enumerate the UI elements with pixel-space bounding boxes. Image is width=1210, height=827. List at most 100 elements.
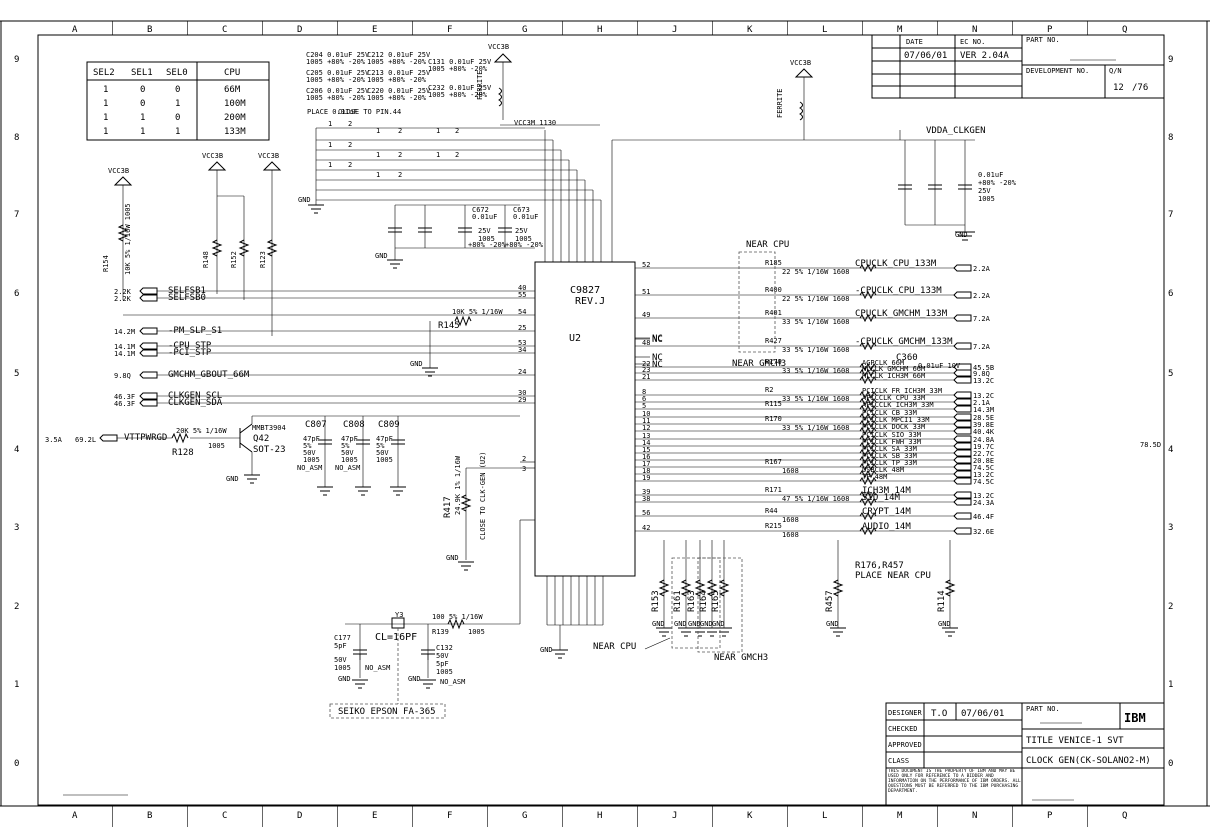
sel-cell: 1 <box>175 99 180 109</box>
column-label: Q <box>1122 811 1127 821</box>
svg-text:GND: GND <box>955 231 968 239</box>
vcc3b-label-5: VCC3B <box>258 152 279 160</box>
output-signal: AUDIO_14M <box>862 522 911 532</box>
place-near-refs: R176,R457 <box>855 561 904 571</box>
pin-number: 39 <box>642 488 650 496</box>
series-resistor-val: 1608 <box>782 467 799 475</box>
q42-pkg: SOT-23 <box>253 445 286 455</box>
chip-body <box>534 261 636 577</box>
part-no-label: PART NO. <box>1026 705 1060 713</box>
pulldown-ref: R457 <box>825 590 835 612</box>
row-label: 1 <box>1168 680 1173 690</box>
pin-number: 34 <box>518 346 526 354</box>
series-resistor-val: 1608 <box>782 516 799 524</box>
series-resistor-ref: R185 <box>765 259 782 267</box>
c360-ref: C360 <box>896 353 918 363</box>
output-ref: 2.2A <box>973 292 991 300</box>
sel-cell: 66M <box>224 85 241 95</box>
signal-tag: 2.2K <box>114 288 132 296</box>
column-label: M <box>897 811 903 821</box>
output-signal: APICCLK_ICH3M_33M <box>862 401 934 409</box>
pin-number: 30 <box>518 389 526 397</box>
offpage-connector <box>953 391 972 399</box>
output-signal: CPUCLK_GMCHM_133M <box>855 309 948 319</box>
pin-number: 55 <box>518 291 526 299</box>
pin-number: 8 <box>642 388 646 396</box>
offpage-connector <box>953 463 972 471</box>
pin-number: 13 <box>642 432 650 440</box>
signal-tag: 2.2K <box>114 295 132 303</box>
chip-power-pins <box>500 124 901 262</box>
pulldown-ref: R164 <box>699 590 709 612</box>
cap-note: C213 0.01uF 25V <box>367 69 431 77</box>
svg-text:GND: GND <box>540 646 553 654</box>
offpage-connector <box>139 327 158 335</box>
near-cpu-box <box>738 251 776 353</box>
output-ref: 20.8E <box>973 457 994 465</box>
cap-note: C131 0.01uF 25V <box>428 58 492 66</box>
series-resistor-ref: R400 <box>765 286 782 294</box>
svg-text:2: 2 <box>348 141 352 149</box>
svg-text:50V: 50V <box>334 656 347 664</box>
svg-text:1: 1 <box>328 141 332 149</box>
output-ref: 13.2C <box>973 492 994 500</box>
offpage-connector <box>953 420 972 428</box>
cap-note: 1005 +80% -20% <box>306 58 366 66</box>
row-label: 0 <box>14 759 19 769</box>
column-label: K <box>747 811 753 821</box>
svg-text:GND: GND <box>298 196 311 204</box>
column-label: C <box>222 25 227 35</box>
column-label: F <box>447 25 452 35</box>
output-ref: 7.2A <box>973 343 991 351</box>
svg-text:1: 1 <box>328 120 332 128</box>
cap-volt: 50V <box>303 449 316 457</box>
offpage-connector <box>953 413 972 421</box>
approved-label: APPROVED <box>888 741 922 749</box>
signal-tag: 46.3F <box>114 393 135 401</box>
r139-ref: R139 <box>432 628 449 636</box>
c177-ref: C177 <box>334 634 351 642</box>
clock-gen-chip-u2: C9827 REV.J U2 <box>534 261 636 577</box>
series-resistor-val: 22 5% 1/16W 1608 <box>782 295 849 303</box>
cap-note: 1005 +80% -20% <box>306 94 366 102</box>
pin-number: 12 <box>642 424 650 432</box>
crystal-part: SEIKO EPSON FA-365 <box>338 707 436 717</box>
vcc3b-right-feed: VCC3B FERRITE <box>776 59 814 140</box>
row-label: 7 <box>14 210 19 220</box>
pin-number: 23 <box>642 366 650 374</box>
c132-ref: C132 <box>436 644 453 652</box>
offpage-connector <box>953 435 972 443</box>
cap-bank-gnd: GND <box>298 196 324 214</box>
cap-ref: C808 <box>343 420 365 430</box>
vdda-cap-val: 0.01uF <box>978 171 1003 179</box>
gnd-label: GND <box>938 620 951 628</box>
offpage-connector <box>139 287 158 295</box>
vcc3b-label-2: VCC3B <box>790 59 811 67</box>
offpage-connector <box>953 491 972 499</box>
offpage-connector <box>953 427 972 435</box>
vcc3b-mid-pullups: VCC3B VCC3B R148 R152 R123 <box>202 152 282 336</box>
output-ref: 39.8E <box>973 421 994 429</box>
output-ref: 7.2A <box>973 315 991 323</box>
r145-ref: R145 <box>438 321 460 331</box>
offpage-connector <box>953 376 972 384</box>
vdda-cap-tol: +80% -20% <box>978 179 1017 187</box>
sel-header-sel2: SEL2 <box>93 68 115 78</box>
svg-text:1005: 1005 <box>334 664 351 672</box>
q42-part: MMBT3904 <box>252 424 286 432</box>
output-signal: PCICLK_SB_33M <box>862 452 917 460</box>
cap-volt: 50V <box>376 449 389 457</box>
output-ref: 74.5C <box>973 464 994 472</box>
signal-tag: 14.2M <box>114 328 135 336</box>
sel-cell: 1 <box>103 85 108 95</box>
sel-cell: 1 <box>103 99 108 109</box>
offpage-connector <box>953 369 972 377</box>
row-label: 4 <box>1168 445 1173 455</box>
ec-label: EC NO. <box>960 38 985 46</box>
svg-text:GND: GND <box>226 475 239 483</box>
column-label: E <box>372 811 377 821</box>
series-resistor-val: 33 5% 1/16W 1608 <box>782 395 849 403</box>
c672-val: 0.01uF <box>472 213 497 221</box>
